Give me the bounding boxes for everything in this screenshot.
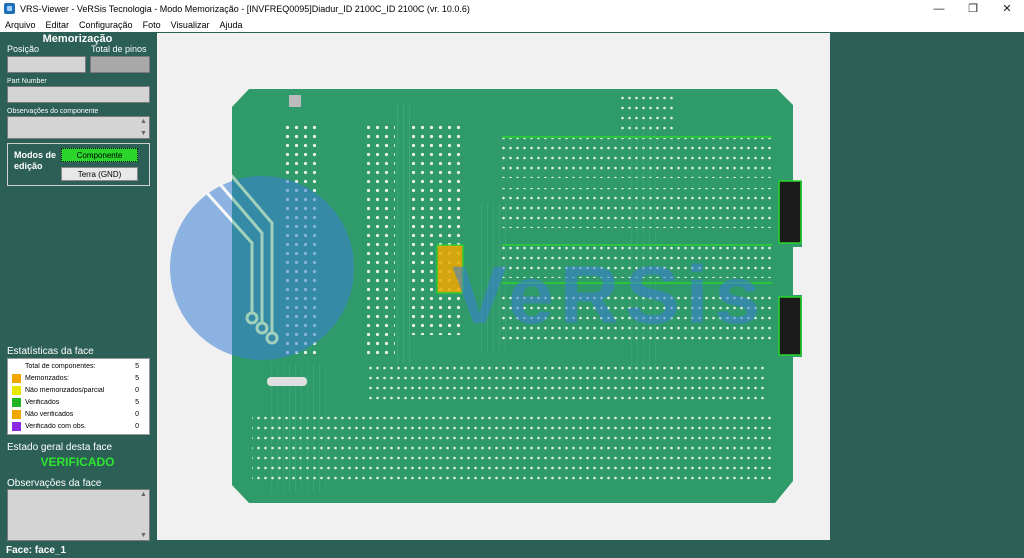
obs-face-field[interactable]: ▲ ▼	[7, 489, 150, 541]
stat-label: Não verificados	[25, 410, 74, 418]
panel-title: Memorização	[42, 33, 113, 45]
posicao-field[interactable]	[7, 56, 86, 73]
nao-verificados-swatch	[12, 409, 21, 419]
marking-label	[267, 377, 307, 386]
face-state-value: VERIFICADO	[40, 455, 115, 469]
stat-label: Verificados	[25, 398, 60, 406]
watermark-text: VeRSis	[452, 250, 766, 341]
close-button[interactable]: ✕	[1002, 3, 1012, 15]
edit-modes-label: Modos de edição	[14, 150, 56, 171]
obs-componente-field[interactable]: ▲ ▼	[7, 116, 150, 139]
stats-list: Total de componentes: 5 Memorizados: 5 N…	[7, 358, 150, 435]
window-title: VRS-Viewer - VeRSis Tecnologia - Modo Me…	[20, 3, 470, 14]
stat-value: 0	[135, 410, 139, 418]
title-bar: VRS-Viewer - VeRSis Tecnologia - Modo Me…	[0, 0, 1024, 17]
scroll-up-icon[interactable]: ▲	[140, 491, 147, 498]
versis-watermark: VeRSis	[170, 174, 766, 360]
scroll-down-icon[interactable]: ▼	[140, 130, 147, 137]
stats-title: Estatísticas da face	[7, 346, 94, 357]
pcb-image[interactable]: VeRSis	[157, 33, 830, 540]
menu-configuracao[interactable]: Configuração	[79, 19, 133, 30]
stat-row-memorizados: Memorizados: 5	[8, 372, 149, 384]
trace-bundle	[627, 123, 657, 373]
memorizados-swatch	[12, 373, 21, 383]
stat-value: 0	[135, 422, 139, 430]
obs-face-label: Observações da face	[7, 478, 102, 489]
stat-value: 0	[135, 386, 139, 394]
hole-array	[367, 125, 395, 355]
stat-label: Não memorizados/parcial	[25, 386, 105, 394]
stat-value: 5	[135, 374, 139, 382]
stat-row-nao-verificados: Não verificados 0	[8, 408, 149, 420]
verificado-obs-swatch	[12, 421, 21, 431]
obs-face-scrollbar[interactable]: ▲ ▼	[138, 490, 149, 540]
minimize-button[interactable]: —	[933, 2, 945, 15]
stat-row-verificados: Verificados 5	[8, 396, 149, 408]
connector-top[interactable]	[778, 180, 802, 244]
stat-label: Verificado com obs.	[25, 422, 87, 430]
mode-componente-button[interactable]: Componente	[61, 148, 138, 162]
status-bar: Face: face_1	[0, 543, 1024, 558]
ic-row	[252, 413, 772, 483]
menu-arquivo[interactable]: Arquivo	[5, 19, 36, 30]
part-number-field[interactable]	[7, 86, 150, 103]
face-state-label: Estado geral desta face	[7, 442, 113, 453]
menu-ajuda[interactable]: Ajuda	[219, 19, 243, 30]
stat-value: 5	[135, 362, 139, 370]
window-controls: — ❐ ✕	[922, 0, 1024, 17]
stat-label: Total de componentes:	[25, 362, 96, 370]
total-pinos-field	[90, 56, 150, 73]
trace-bundle	[395, 103, 415, 363]
stat-row-total: Total de componentes: 5	[8, 360, 149, 372]
connector-bottom[interactable]	[778, 296, 802, 356]
scroll-up-icon[interactable]: ▲	[140, 118, 147, 125]
obs-componente-label: Observações do componente	[7, 108, 99, 115]
menu-editar[interactable]: Editar	[45, 19, 70, 30]
pcb-photo-viewer[interactable]: VeRSis	[157, 33, 830, 540]
mode-terra-button[interactable]: Terra (GND)	[61, 167, 138, 181]
watermark-traces	[205, 174, 279, 345]
menu-bar: Arquivo Editar Configuração Foto Visuali…	[0, 17, 1024, 32]
posicao-label: Posição	[7, 44, 40, 54]
obs-componente-scrollbar[interactable]: ▲ ▼	[138, 117, 149, 138]
stat-label: Memorizados:	[25, 374, 69, 382]
app-icon	[4, 3, 15, 14]
memorization-panel: Memorização Posição Total de pinos Part …	[0, 32, 155, 542]
trace-bundle	[477, 203, 507, 353]
nao-memorizados-swatch	[12, 385, 21, 395]
mounting-hole	[289, 95, 301, 107]
scroll-down-icon[interactable]: ▼	[140, 532, 147, 539]
part-number-label: Part Number	[7, 78, 47, 85]
stat-row-nao-memorizados: Não memorizados/parcial 0	[8, 384, 149, 396]
stat-row-verificado-obs: Verificado com obs. 0	[8, 420, 149, 432]
hole-array	[412, 125, 462, 335]
stat-value: 5	[135, 398, 139, 406]
total-pinos-label: Total de pinos	[91, 44, 147, 54]
menu-visualizar[interactable]: Visualizar	[170, 19, 210, 30]
selected-component[interactable]	[436, 244, 464, 294]
maximize-button[interactable]: ❐	[968, 3, 978, 15]
menu-foto[interactable]: Foto	[142, 19, 161, 30]
ic-row	[367, 363, 767, 403]
edit-modes-group: Modos de edição Componente Terra (GND)	[7, 143, 150, 186]
verificados-swatch	[12, 397, 21, 407]
